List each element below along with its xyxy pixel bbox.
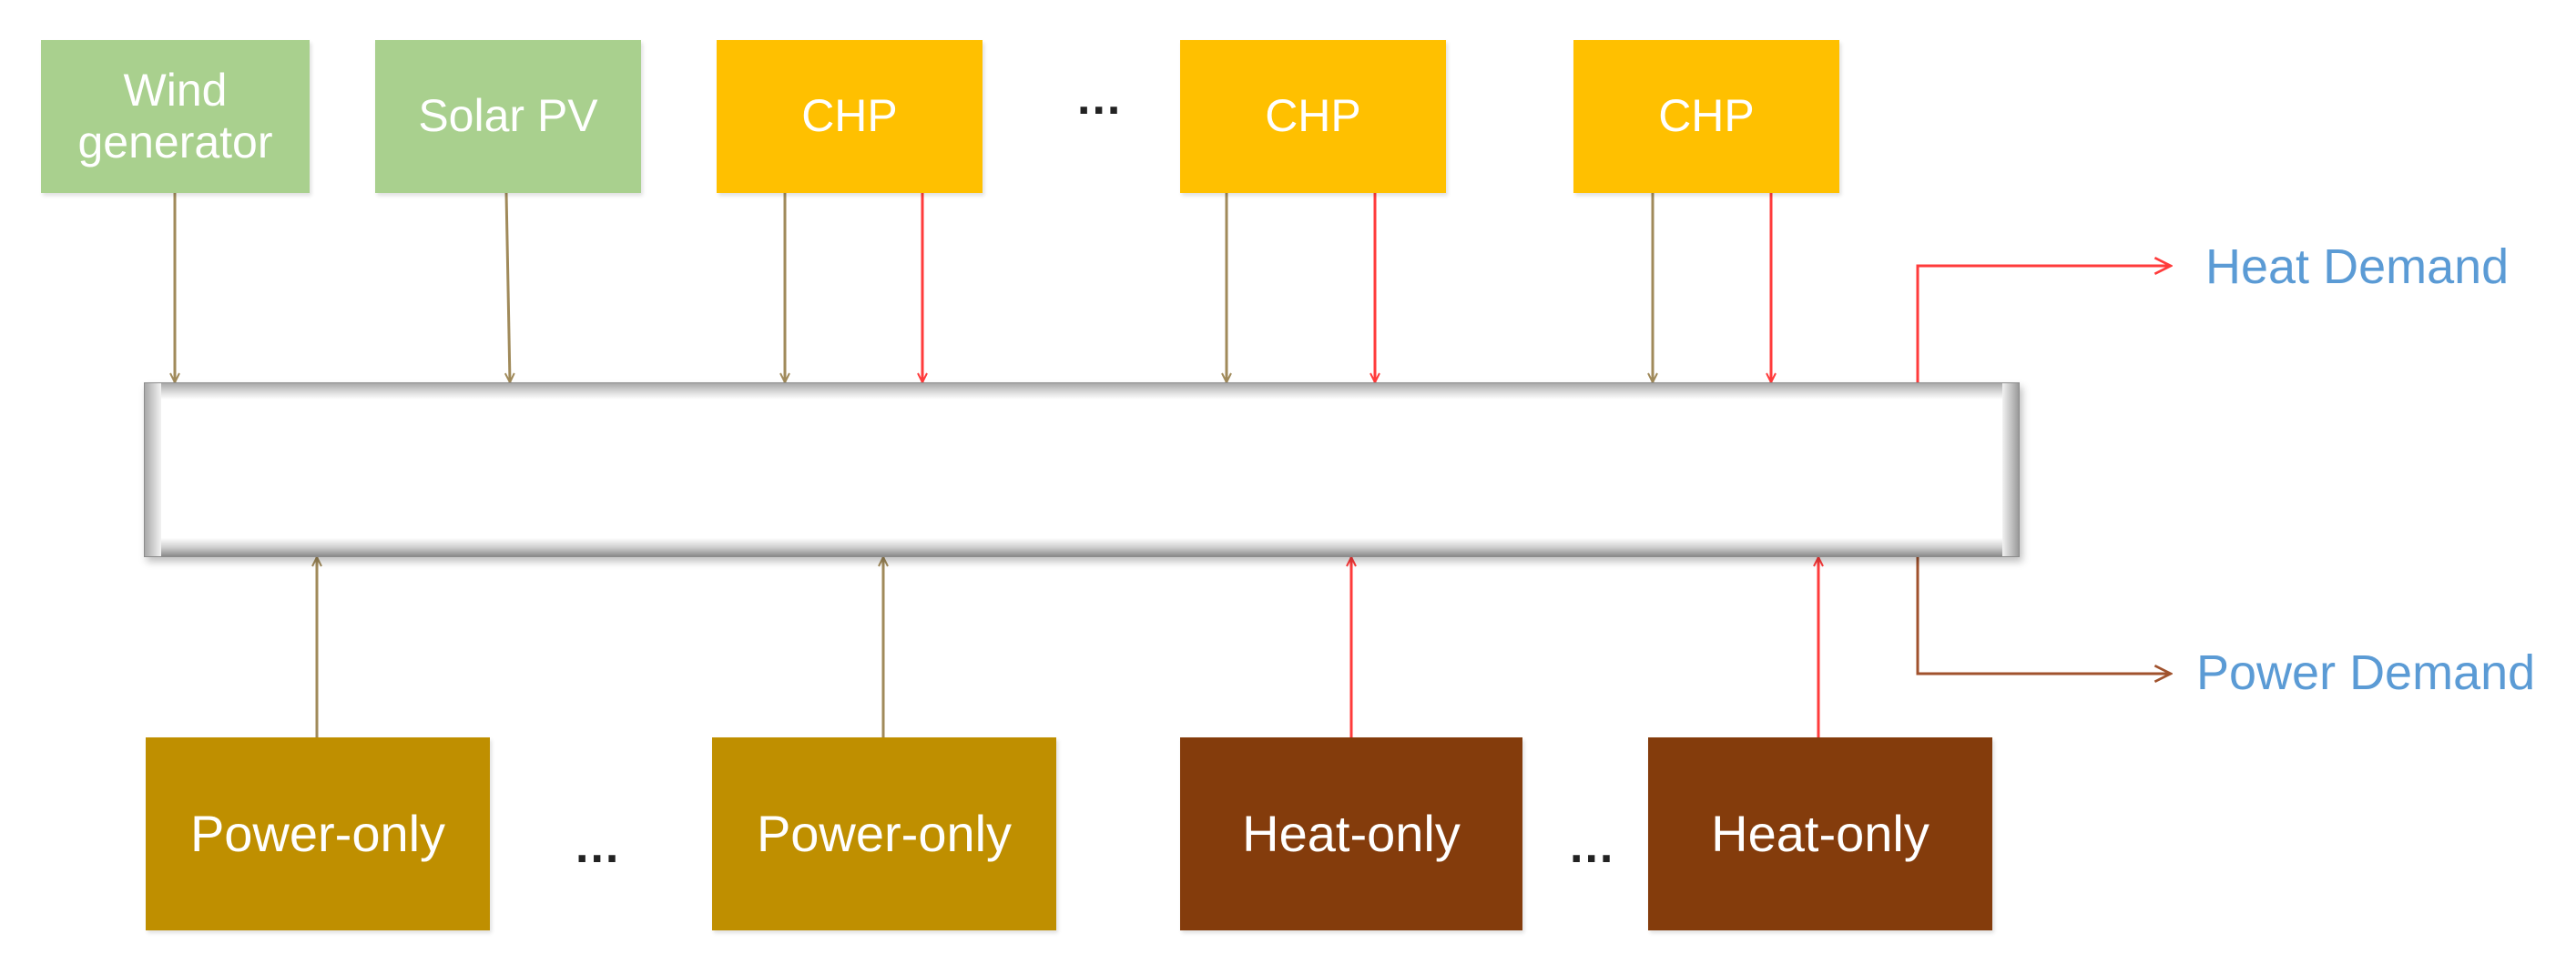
chp-box-3: CHP	[1573, 40, 1839, 193]
energy-bus-bar	[144, 382, 2020, 557]
chp-label-1: CHP	[801, 90, 898, 142]
heat-demand-label: Heat Demand	[2205, 239, 2510, 294]
wind-generator-label-2: generator	[77, 117, 273, 168]
solar-pv-box: Solar PV	[375, 40, 641, 193]
heat-only-label-2: Heat-only	[1711, 804, 1929, 862]
power-demand-arrow	[1916, 557, 2171, 674]
top-ellipsis: ...	[1077, 72, 1123, 125]
power-only-label-2: Power-only	[756, 804, 1013, 862]
power-only-box-2: Power-only	[712, 737, 1056, 930]
wind-generator-box: Wind generator	[41, 40, 310, 193]
heat-only-box-1: Heat-only	[1180, 737, 1522, 930]
bottom-ellipsis-2: ...	[1570, 820, 1615, 873]
wind-generator-label-1: Wind	[123, 64, 228, 116]
chp-box-2: CHP	[1180, 40, 1446, 193]
chp-label-2: CHP	[1265, 90, 1361, 142]
power-only-box-1: Power-only	[146, 737, 490, 930]
bottom-ellipsis-1: ...	[575, 820, 621, 873]
power-demand-label: Power Demand	[2196, 645, 2536, 700]
power-only-label-1: Power-only	[189, 804, 446, 862]
chp-label-3: CHP	[1658, 90, 1755, 142]
heat-only-label-1: Heat-only	[1242, 804, 1461, 862]
solar-pv-label: Solar PV	[418, 90, 598, 142]
chp-box-1: CHP	[717, 40, 983, 193]
heat-demand-arrow	[1916, 266, 2171, 382]
solar-power-arrow	[506, 192, 510, 382]
heat-only-box-2: Heat-only	[1648, 737, 1992, 930]
